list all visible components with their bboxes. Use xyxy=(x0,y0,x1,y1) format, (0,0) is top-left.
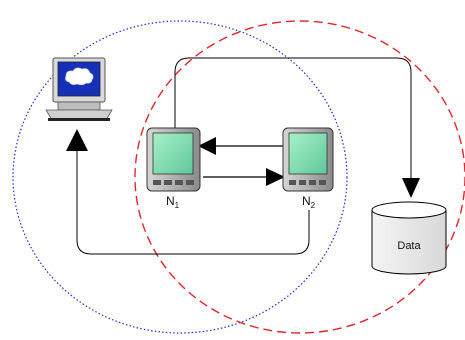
n1-label-main: N xyxy=(166,194,175,208)
n2-range-circle xyxy=(134,20,465,334)
n1-device-icon xyxy=(146,127,201,192)
database-icon xyxy=(371,201,447,275)
n1-label: N1 xyxy=(166,194,180,210)
n1-to-data-connector xyxy=(174,57,412,180)
n2-label-main: N xyxy=(302,194,311,208)
n2-to-computer-connector xyxy=(76,148,310,255)
n2-arrowhead xyxy=(266,168,285,186)
data-arrowhead xyxy=(402,178,420,198)
n1-label-subscript: 1 xyxy=(175,201,180,210)
n2-label-subscript: 2 xyxy=(311,201,316,210)
n2-label: N2 xyxy=(302,194,316,210)
data-store-label: Data xyxy=(397,240,421,252)
computer-icon xyxy=(45,57,113,121)
n2-device-icon xyxy=(282,127,334,192)
computer-arrowhead xyxy=(66,129,88,151)
n1-arrowhead xyxy=(198,137,216,155)
n1-range-circle xyxy=(12,20,348,334)
